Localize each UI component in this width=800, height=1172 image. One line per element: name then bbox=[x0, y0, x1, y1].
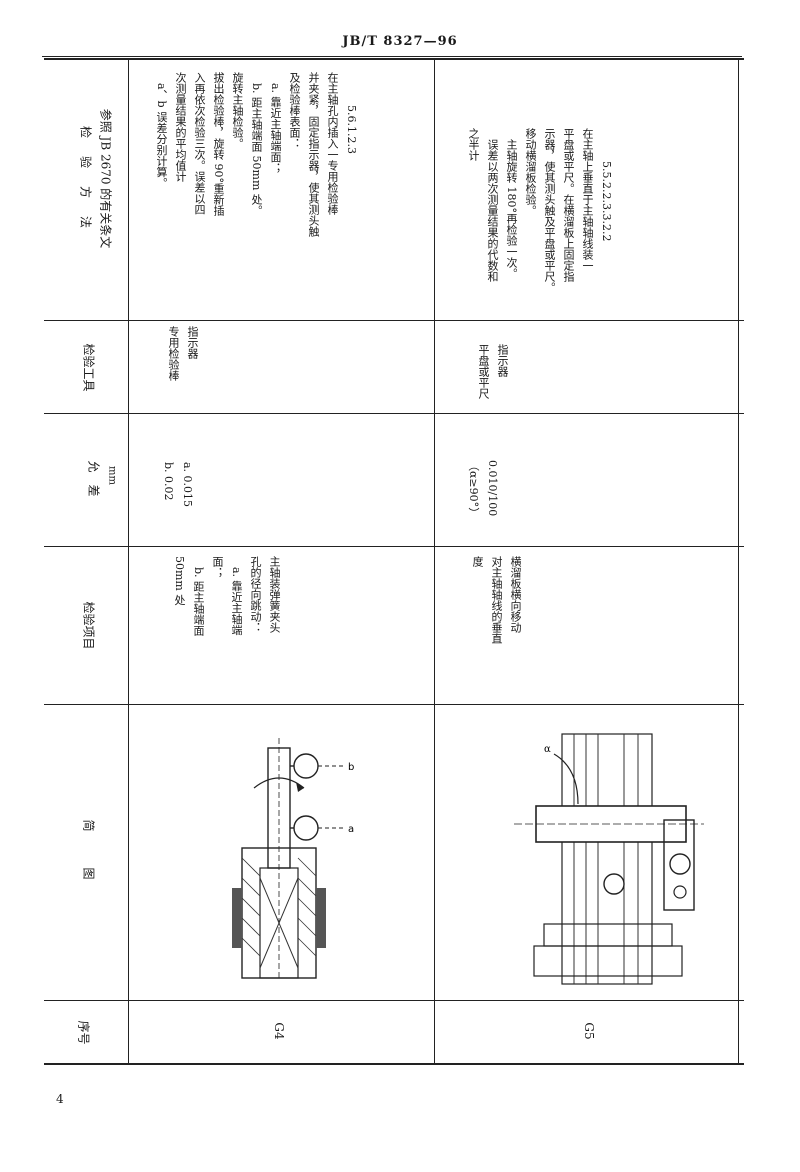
row-divider bbox=[434, 58, 436, 1065]
standard-number-header: JB/T 8327—96 bbox=[342, 34, 458, 49]
g4-diagram: b a bbox=[232, 738, 354, 979]
g5-method: 5.5.2.2.3.3.2.2 在主轴上垂直于主轴轴线装一 平盘或平尺。在横溜板… bbox=[467, 128, 613, 293]
header-tool: 检验工具 bbox=[81, 343, 96, 392]
header-method-2: 参照 JB 2670 的有关条文 bbox=[98, 108, 113, 249]
col-divider-tol-item bbox=[44, 546, 744, 548]
header-method-1: 检 验 方 法 bbox=[78, 125, 93, 231]
g4-tolerance: a. 0.015 b. 0.02 bbox=[162, 462, 194, 508]
header-tolerance-1: 允 差 bbox=[86, 460, 101, 497]
g4-label-a: a bbox=[348, 824, 354, 835]
g4-item: 主轴装弹簧夹头 孔的径向跳动： a. 靠近主轴端 面； b. 距主轴端面 50m… bbox=[173, 556, 281, 637]
table-bottom-border bbox=[44, 1063, 744, 1065]
g5-label-alpha: α bbox=[544, 744, 551, 755]
g5-diagram: α bbox=[514, 733, 704, 985]
header-seq: 序号 bbox=[76, 1020, 91, 1045]
table-right-border bbox=[738, 58, 740, 1065]
g4-method: 5.6.1.2.3 在主轴孔内插入一专用检验棒 并夹紧，固定指示器，使其测头触 … bbox=[155, 72, 358, 237]
col-divider-diagram-seq bbox=[44, 1000, 744, 1002]
page-number: 4 bbox=[56, 1092, 64, 1106]
header-item: 检验项目 bbox=[81, 601, 96, 650]
header-tolerance-2: mm bbox=[106, 466, 118, 485]
g4-tool: 指示器 专用检验棒 bbox=[167, 326, 199, 381]
g5-tool: 指示器 平盘或平尺 bbox=[477, 344, 509, 399]
col-divider-item-diagram bbox=[44, 704, 744, 706]
header-rule bbox=[42, 56, 742, 57]
col-divider-method-tool bbox=[44, 320, 744, 322]
header-divider bbox=[128, 58, 130, 1065]
col-divider-tool-tol bbox=[44, 413, 744, 415]
table-top-border bbox=[44, 58, 744, 60]
inspection-table: 检 验 方 法 参照 JB 2670 的有关条文 检验工具 允 差 mm 检验项… bbox=[44, 58, 744, 1065]
header-diagram: 简 图 bbox=[81, 819, 96, 884]
g4-seq: G4 bbox=[272, 1022, 286, 1040]
g5-seq: G5 bbox=[582, 1022, 596, 1040]
g5-item: 横溜板横向移动 对主轴轴线的垂直 度 bbox=[471, 556, 522, 644]
g4-label-b: b bbox=[348, 762, 354, 773]
g5-tolerance: 0.010/100 （α≥90°） bbox=[467, 460, 499, 519]
